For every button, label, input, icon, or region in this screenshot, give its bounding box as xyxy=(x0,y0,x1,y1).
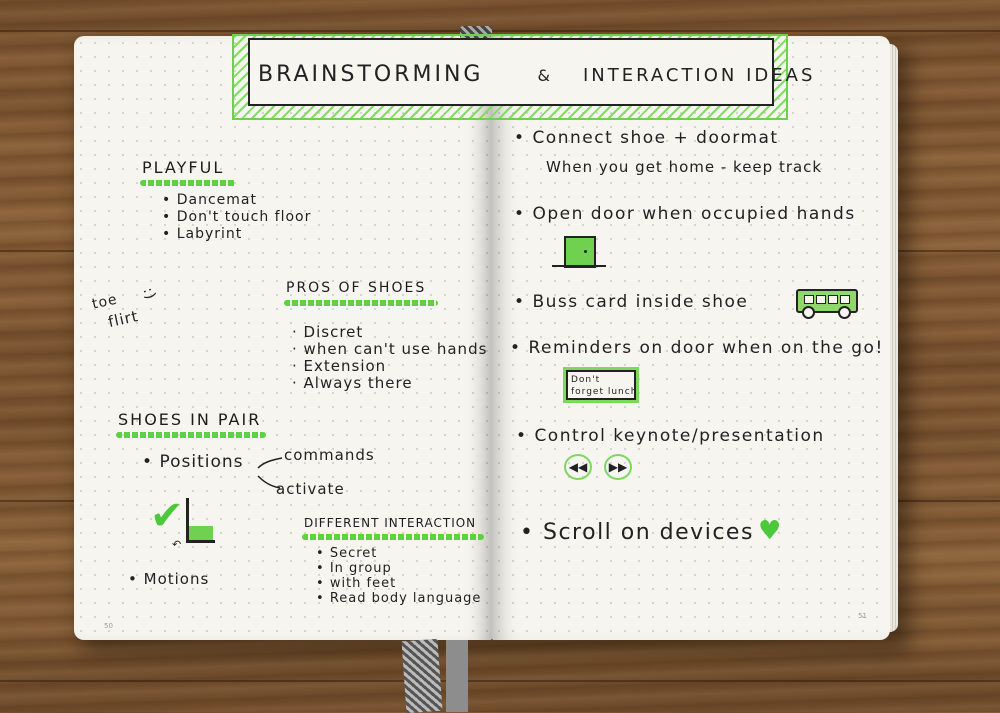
door-floor-line xyxy=(552,265,606,267)
list-item: • with feet xyxy=(316,576,397,591)
list-item: • Labyrint xyxy=(162,226,243,242)
bookmark-ribbon-checkered xyxy=(401,638,443,713)
checkmark-icon: ✔ xyxy=(150,493,184,539)
title-part-2: INTERACTION IDEAS xyxy=(582,65,816,86)
list-item: • Don't touch floor xyxy=(162,209,312,225)
door-knob xyxy=(584,250,587,253)
pros-list: · Discret · when can't use hands · Exten… xyxy=(292,324,487,392)
pros-heading: PROS OF SHOES xyxy=(286,280,427,296)
motions-text: • Motions xyxy=(128,570,210,588)
list-item: • Secret xyxy=(316,546,378,561)
different-heading: DIFFERENT INTERACTION xyxy=(304,516,477,530)
pros-underline xyxy=(284,300,438,306)
playful-list: • Dancemat • Don't touch floor • Labyrin… xyxy=(162,192,311,243)
playful-underline xyxy=(140,180,236,186)
left-page xyxy=(74,36,492,640)
idea-open-door: • Open door when occupied hands xyxy=(514,204,856,224)
pair-heading: SHOES IN PAIR xyxy=(118,410,262,429)
rewind-icon: ◀◀ xyxy=(564,454,592,480)
pair-underline xyxy=(116,432,266,438)
idea-reminders-door: • Reminders on door when on the go! xyxy=(510,338,884,358)
list-item: · Extension xyxy=(292,357,387,375)
heart-icon: ♥ xyxy=(758,516,782,546)
title-ampersand: & xyxy=(537,66,553,85)
right-page-number: 51 xyxy=(858,612,867,620)
idea-bus-card: • Buss card inside shoe xyxy=(514,292,749,312)
positions-text: • Positions xyxy=(142,452,244,472)
different-list: • Secret • In group • with feet • Read b… xyxy=(316,546,481,606)
shoe-sketch xyxy=(186,498,215,543)
list-item: • Dancemat xyxy=(162,192,257,208)
page-title: BRAINSTORMING & INTERACTION IDEAS xyxy=(258,62,815,87)
rotate-arrow-icon: ↶ xyxy=(172,538,183,551)
bus-wheel xyxy=(838,306,851,319)
bus-wheel xyxy=(802,306,815,319)
left-page-number: 50 xyxy=(104,622,113,630)
title-part-1: BRAINSTORMING xyxy=(258,62,484,87)
playful-heading: PLAYFUL xyxy=(142,158,225,177)
list-item: · Always there xyxy=(292,374,413,392)
door-icon xyxy=(564,236,596,268)
idea-connect-doormat-detail: When you get home - keep track xyxy=(546,158,823,176)
branch-lines xyxy=(257,457,283,489)
commands-text: commands xyxy=(284,446,375,464)
list-item: · Discret xyxy=(292,323,364,341)
note-line-2: forget lunch xyxy=(571,387,638,397)
list-item: • In group xyxy=(316,561,392,576)
idea-scroll-devices: • Scroll on devices xyxy=(520,520,754,545)
list-item: · when can't use hands xyxy=(292,340,488,358)
list-item: • Read body language xyxy=(316,591,482,606)
fast-forward-icon: ▶▶ xyxy=(604,454,632,480)
title-banner-frame xyxy=(248,38,774,106)
note-line-1: Don't xyxy=(571,375,601,385)
idea-control-keynote: • Control keynote/presentation xyxy=(516,426,825,446)
different-underline xyxy=(302,534,484,540)
activate-text: activate xyxy=(276,480,345,498)
shoe-sketch-fill xyxy=(189,526,213,540)
idea-connect-doormat: • Connect shoe + doormat xyxy=(514,128,779,148)
reminder-note: Don't forget lunch xyxy=(566,370,636,400)
right-page xyxy=(492,36,890,640)
bookmark-ribbon-grey xyxy=(446,640,468,712)
